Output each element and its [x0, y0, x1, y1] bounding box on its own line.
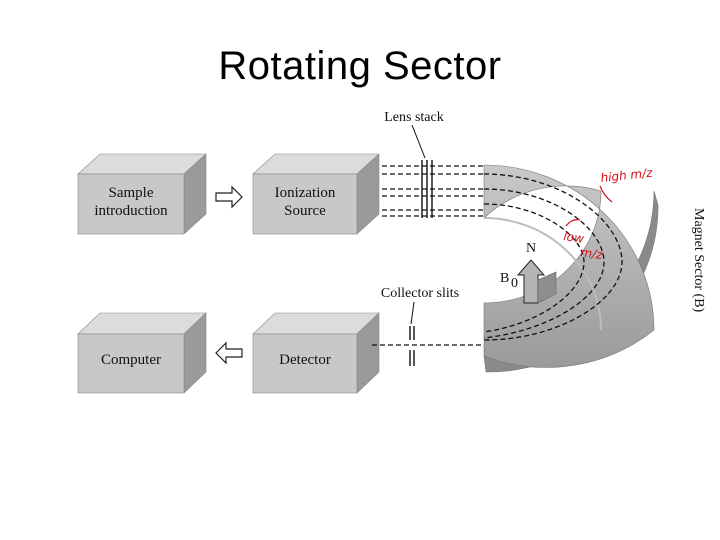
field-subscript: 0	[511, 276, 518, 291]
lens-stack	[421, 160, 433, 218]
computer-box: Computer	[77, 312, 207, 394]
handwritten-high-mz: high m/z	[600, 166, 654, 185]
lens-stack-label: Lens stack	[384, 110, 443, 125]
field-label: B	[500, 271, 509, 286]
collector-slits-pointer	[410, 301, 415, 325]
ionization-source-box: Ionization Source	[252, 153, 380, 235]
magnet-sector-label: Magnet Sector (B)	[691, 208, 706, 313]
ionization-label-line1: Ionization	[275, 185, 336, 201]
slide-title: Rotating Sector	[218, 44, 502, 88]
detector-label: Detector	[279, 352, 331, 368]
sample-label-line2: introduction	[94, 203, 168, 219]
lens-stack-pointer	[411, 124, 426, 159]
low-mz-pointer	[565, 219, 581, 227]
ionization-label-line2: Source	[284, 203, 326, 219]
computer-label: Computer	[101, 352, 161, 368]
north-label: N	[526, 241, 536, 256]
ion-trajectories	[372, 165, 623, 346]
detector-box: Detector	[252, 312, 380, 394]
collector-slits-label: Collector slits	[381, 286, 459, 301]
high-mz-pointer	[599, 185, 613, 203]
handwritten-low-mz: m/z	[580, 245, 604, 262]
collector-slits	[409, 326, 415, 366]
right-arrow-icon	[215, 185, 243, 209]
handwritten-low: low	[563, 229, 585, 246]
left-arrow-icon	[215, 341, 243, 365]
sample-label-line1: Sample	[109, 185, 154, 201]
magnet-sector	[483, 164, 659, 373]
magnetic-field-arrow	[516, 259, 557, 304]
sample-introduction-box: Sample introduction	[77, 153, 207, 235]
